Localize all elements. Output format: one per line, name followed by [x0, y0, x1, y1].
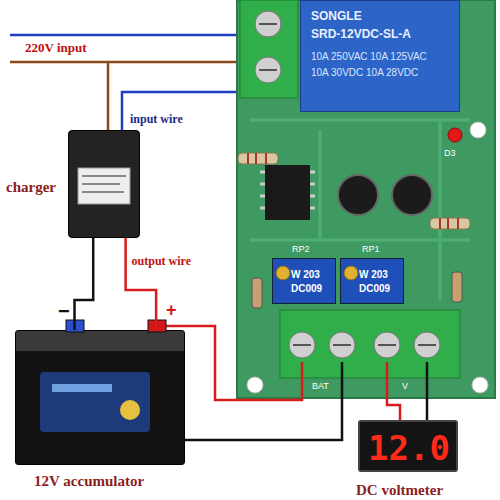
component-ref: D3: [444, 148, 456, 158]
screw-slot: [293, 344, 436, 346]
node-text: DC009: [291, 283, 322, 294]
wire-label: input wire: [130, 112, 183, 127]
resistor-band: [440, 218, 458, 229]
resistor-band: [248, 153, 266, 164]
wire-connector: [126, 238, 157, 330]
led: [448, 128, 462, 142]
capacitor: [338, 175, 378, 215]
terminal-screw: [374, 332, 400, 358]
terminal-label: V: [402, 381, 408, 391]
terminal-screw: [414, 332, 440, 358]
wire-connector: [75, 238, 94, 330]
battery-minus-wire: [185, 362, 342, 440]
voltmeter-wire-red: [387, 362, 400, 420]
node-text: charger: [6, 179, 56, 196]
terminal-label: BAT: [312, 381, 329, 391]
input-wire-blue: [122, 92, 245, 130]
relay-box: SONGLE SRD-12VDC-SL-A 10A 250VAC 10A 125VA…: [300, 0, 460, 112]
diode-symbol: [452, 272, 462, 302]
screw-slot: [259, 23, 277, 25]
ic-chip: [265, 165, 310, 220]
diode-symbol: [252, 278, 262, 308]
component-ref: RP2: [292, 244, 310, 254]
potentiometer-box: W 203DC009: [340, 258, 404, 304]
polarity-sign: −: [58, 300, 70, 323]
node-text: 10A 30VDC 10A 28VDC: [311, 67, 418, 78]
pcb-board: [237, 0, 495, 398]
terminal-screw: [329, 332, 355, 358]
node-text: W 203: [359, 269, 388, 280]
resistor-symbol: [430, 218, 470, 229]
mounting-hole: [472, 377, 488, 393]
input-wire-brown: [107, 62, 110, 130]
potentiometer-box: W 203DC009: [272, 258, 336, 304]
mains-wire-blue: [10, 34, 245, 37]
mains-wire-brown: [10, 61, 245, 64]
voltmeter-wire-black: [426, 362, 429, 420]
input-label: 220V input: [25, 40, 87, 56]
polarity-sign: +: [166, 300, 177, 321]
node-text: W 203: [291, 269, 320, 280]
input-terminal-block: [240, 0, 298, 98]
node-text: 12V accumulator: [34, 473, 144, 490]
node-text: SONGLE: [311, 9, 362, 23]
node-text: SRD-12VDC-SL-A: [311, 27, 411, 41]
screw-slot: [259, 69, 277, 71]
resistor-symbol: [238, 153, 278, 164]
battery-box: 12V accumulator: [15, 330, 185, 465]
ic-pin: [260, 172, 315, 208]
node-text: 12.0: [368, 428, 450, 468]
mounting-hole: [247, 377, 263, 393]
charger-box: charger: [68, 130, 140, 238]
terminal-screw: [289, 332, 315, 358]
capacitor: [392, 175, 432, 215]
terminal-screw: [255, 11, 281, 37]
terminal-screw: [255, 57, 281, 83]
node-text: DC009: [359, 283, 390, 294]
node-text: DC voltmeter: [356, 482, 443, 499]
node-text: 10A 250VAC 10A 125VAC: [311, 51, 427, 62]
component-ref: RP1: [362, 244, 380, 254]
edge-label: output wire: [132, 254, 191, 269]
mounting-hole: [470, 122, 486, 138]
voltmeter-box: 12.0DC voltmeter: [358, 420, 458, 472]
output-terminal-block: [280, 310, 460, 378]
